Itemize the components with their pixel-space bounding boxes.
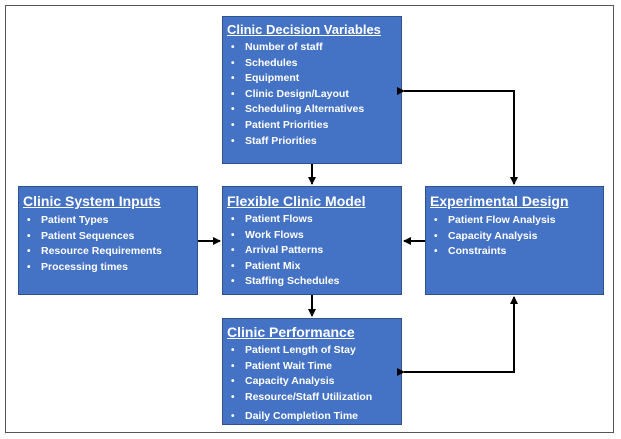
item-list: Patient Types Patient Sequences Resource… [23, 213, 197, 275]
list-item: Patient Flow Analysis [430, 213, 603, 229]
list-item: Clinic Design/Layout [227, 87, 401, 103]
list-item: Staff Priorities [227, 134, 401, 150]
list-item: Patient Wait Time [227, 359, 401, 375]
flexible-clinic-model-box: Flexible Clinic Model Patient Flows Work… [222, 186, 402, 295]
clinic-decision-variables-box: Clinic Decision Variables Number of staf… [222, 16, 402, 164]
list-item: Staffing Schedules [227, 274, 401, 290]
box-title: Clinic System Inputs [23, 193, 161, 209]
list-item: Patient Mix [227, 259, 401, 275]
item-list: Patient Flow Analysis Capacity Analysis … [430, 213, 603, 260]
diagram-frame [5, 5, 614, 433]
box-title: Clinic Performance [227, 324, 355, 340]
list-item: Daily Completion Time [227, 409, 401, 425]
item-list: Patient Length of Stay Patient Wait Time… [227, 343, 401, 425]
box-title: Experimental Design [430, 193, 569, 209]
list-item: Scheduling Alternatives [227, 102, 401, 118]
list-item: Processing times [23, 260, 197, 276]
box-title: Clinic Decision Variables [227, 22, 381, 37]
list-item: Capacity Analysis [227, 374, 401, 390]
list-item: Equipment [227, 71, 401, 87]
list-item: Patient Priorities [227, 118, 401, 134]
list-item: Schedules [227, 56, 401, 72]
box-title: Flexible Clinic Model [227, 193, 366, 209]
list-item: Resource Requirements [23, 244, 197, 260]
list-item: Capacity Analysis [430, 229, 603, 245]
list-item: Patient Length of Stay [227, 343, 401, 359]
list-item: Patient Sequences [23, 229, 197, 245]
list-item: Patient Flows [227, 212, 401, 228]
list-item: Patient Types [23, 213, 197, 229]
item-list: Number of staff Schedules Equipment Clin… [227, 40, 401, 149]
clinic-performance-box: Clinic Performance Patient Length of Sta… [222, 318, 402, 425]
list-item: Work Flows [227, 228, 401, 244]
clinic-system-inputs-box: Clinic System Inputs Patient Types Patie… [18, 186, 198, 295]
item-list: Patient Flows Work Flows Arrival Pattern… [227, 212, 401, 290]
list-item: Arrival Patterns [227, 243, 401, 259]
list-item: Number of staff [227, 40, 401, 56]
list-item: Resource/Staff Utilization [227, 390, 401, 406]
list-item: Constraints [430, 244, 603, 260]
experimental-design-box: Experimental Design Patient Flow Analysi… [425, 186, 604, 295]
